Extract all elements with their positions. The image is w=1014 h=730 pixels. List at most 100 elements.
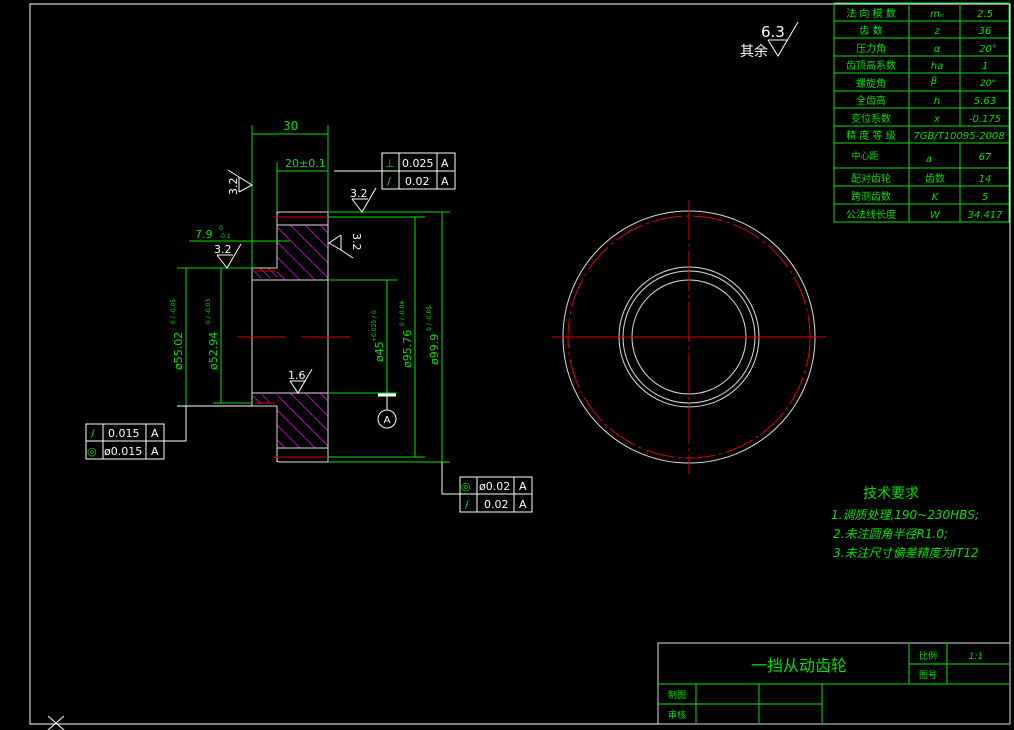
dimension-d55: ø55.02 bbox=[172, 332, 185, 370]
tolerance-frame-3 bbox=[441, 462, 533, 513]
tol-low: -0.1 bbox=[219, 233, 231, 240]
param-name: 螺旋角 bbox=[856, 77, 886, 90]
param-symbol: 齿数 bbox=[925, 172, 945, 185]
tolerance-value: ø0.015 bbox=[104, 445, 142, 458]
ucs-icon bbox=[47, 715, 65, 730]
hatch-top bbox=[277, 225, 328, 280]
tolerance-value: 0.015 bbox=[108, 427, 140, 440]
param-symbol: β bbox=[930, 76, 938, 87]
param-name: 压力角 bbox=[856, 42, 886, 55]
tolerance-datum: A bbox=[151, 427, 159, 440]
dimension-width: 30 bbox=[283, 119, 298, 133]
param-value: 1 bbox=[982, 61, 988, 72]
drawing-number-label: 图号 bbox=[919, 670, 937, 681]
tolerance-datum: A bbox=[519, 498, 527, 511]
part-name: 一挡从动齿轮 bbox=[751, 656, 847, 675]
tol: 0 / -0.03 bbox=[205, 299, 212, 324]
param-value: 2.5 bbox=[977, 9, 993, 20]
tolerance-frame-1 bbox=[381, 152, 456, 190]
tolerance-value: 0.02 bbox=[405, 175, 430, 188]
datum-a-symbol: A bbox=[377, 393, 397, 429]
param-symbol: α bbox=[934, 44, 941, 55]
param-name: 跨测齿数 bbox=[851, 190, 891, 203]
default-roughness-symbol: 其余 6.3 bbox=[740, 21, 799, 60]
param-name: 中心距 bbox=[851, 150, 878, 162]
tech-req-title: 技术要求 bbox=[863, 486, 919, 502]
param-symbol: W bbox=[930, 210, 941, 221]
drawing-border bbox=[29, 3, 1011, 725]
param-name: 法 向 模 数 bbox=[846, 7, 896, 20]
roughness-mark: 3.2 bbox=[350, 187, 368, 200]
scale-value: 1:1 bbox=[969, 652, 983, 662]
roughness-mark: 1.6 bbox=[288, 369, 306, 382]
tolerance-datum: A bbox=[441, 175, 449, 188]
front-view bbox=[552, 200, 826, 474]
param-symbol: x bbox=[933, 114, 940, 125]
tol: 0 / -0.05 bbox=[170, 299, 177, 324]
param-value: 5 bbox=[982, 192, 988, 203]
dimension-d45: ø45 bbox=[373, 341, 386, 362]
param-name: 齿 数 bbox=[859, 24, 882, 37]
tech-req-item: 3.未注尺寸偏差精度为IT12 bbox=[833, 546, 979, 560]
tech-req-item: 2.未注圆角半径R1.0; bbox=[833, 527, 948, 541]
tol: +0.025 / 0 bbox=[371, 310, 378, 342]
param-value: 36 bbox=[979, 26, 992, 37]
tolerance-datum: A bbox=[151, 445, 159, 458]
perpendicularity-icon: ⊥ bbox=[385, 157, 395, 170]
param-symbol: a bbox=[926, 154, 932, 165]
tolerance-datum: A bbox=[519, 480, 527, 493]
concentricity-icon: ◎ bbox=[87, 445, 97, 458]
technical-requirements: 技术要求 1.调质处理,190~230HBS; 2.未注圆角半径R1.0; 3.… bbox=[831, 486, 979, 560]
section-view: 30 20±0.1 7.9 0 -0.1 ø55.02 0 / -0.05 ø52… bbox=[170, 119, 450, 463]
param-symbol: z bbox=[933, 26, 940, 37]
tolerance-value: 0.025 bbox=[402, 157, 434, 170]
tol: 0 / -0.05 bbox=[426, 306, 433, 331]
runout-icon: / bbox=[465, 498, 469, 511]
param-value: 34.417 bbox=[968, 210, 1004, 221]
param-value: 67 bbox=[979, 152, 992, 163]
param-value: 7GB/T10095-2008 bbox=[913, 131, 1004, 142]
scale-label: 比例 bbox=[919, 650, 937, 662]
param-name: 变位系数 bbox=[851, 112, 891, 125]
runout-icon: / bbox=[387, 175, 391, 188]
dimension-hub-width: 20±0.1 bbox=[285, 157, 326, 170]
roughness-mark: 3.2 bbox=[350, 233, 363, 251]
concentricity-icon: ◎ bbox=[461, 480, 471, 493]
dimension-d52: ø52.94 bbox=[207, 332, 220, 370]
param-value: 20° bbox=[980, 79, 996, 89]
hatch-bottom bbox=[277, 393, 328, 448]
datum-label: A bbox=[384, 415, 391, 426]
roughness-label: 其余 bbox=[740, 43, 768, 60]
roughness-value: 6.3 bbox=[761, 23, 785, 41]
dimension-hub-offset: 7.9 bbox=[195, 228, 213, 241]
tolerance-frame-2 bbox=[85, 406, 187, 460]
param-symbol: mₙ bbox=[930, 9, 944, 20]
tol: 0 / -0.04 bbox=[399, 301, 406, 326]
drawn-by-label: 制图 bbox=[668, 689, 686, 701]
tolerance-value: 0.02 bbox=[484, 498, 509, 511]
param-value: 5.63 bbox=[974, 96, 996, 107]
param-symbol: h bbox=[934, 96, 940, 107]
param-name: 公法线长度 bbox=[846, 208, 896, 221]
tolerance-datum: A bbox=[441, 157, 449, 170]
checked-by-label: 审核 bbox=[668, 709, 686, 721]
param-name: 齿顶高系数 bbox=[846, 59, 896, 72]
param-value: 14 bbox=[979, 174, 992, 185]
param-name: 精 度 等 级 bbox=[846, 129, 896, 142]
runout-icon: / bbox=[91, 427, 95, 440]
param-value: -0.175 bbox=[969, 114, 1001, 125]
roughness-mark: 3.2 bbox=[214, 243, 232, 256]
roughness-mark: 3.2 bbox=[227, 178, 240, 196]
dimension-d99: ø99.9 bbox=[428, 334, 441, 365]
tech-req-item: 1.调质处理,190~230HBS; bbox=[831, 508, 979, 522]
tol-up: 0 bbox=[219, 225, 223, 232]
tolerance-value: ø0.02 bbox=[479, 480, 510, 493]
param-symbol: ha bbox=[931, 61, 943, 72]
param-value: 20° bbox=[979, 44, 997, 55]
gear-parameters-table bbox=[833, 2, 1010, 223]
param-name: 全齿高 bbox=[856, 94, 886, 107]
title-block bbox=[657, 642, 1011, 725]
dimension-d95: ø95.76 bbox=[401, 330, 414, 368]
param-symbol: K bbox=[932, 192, 940, 203]
